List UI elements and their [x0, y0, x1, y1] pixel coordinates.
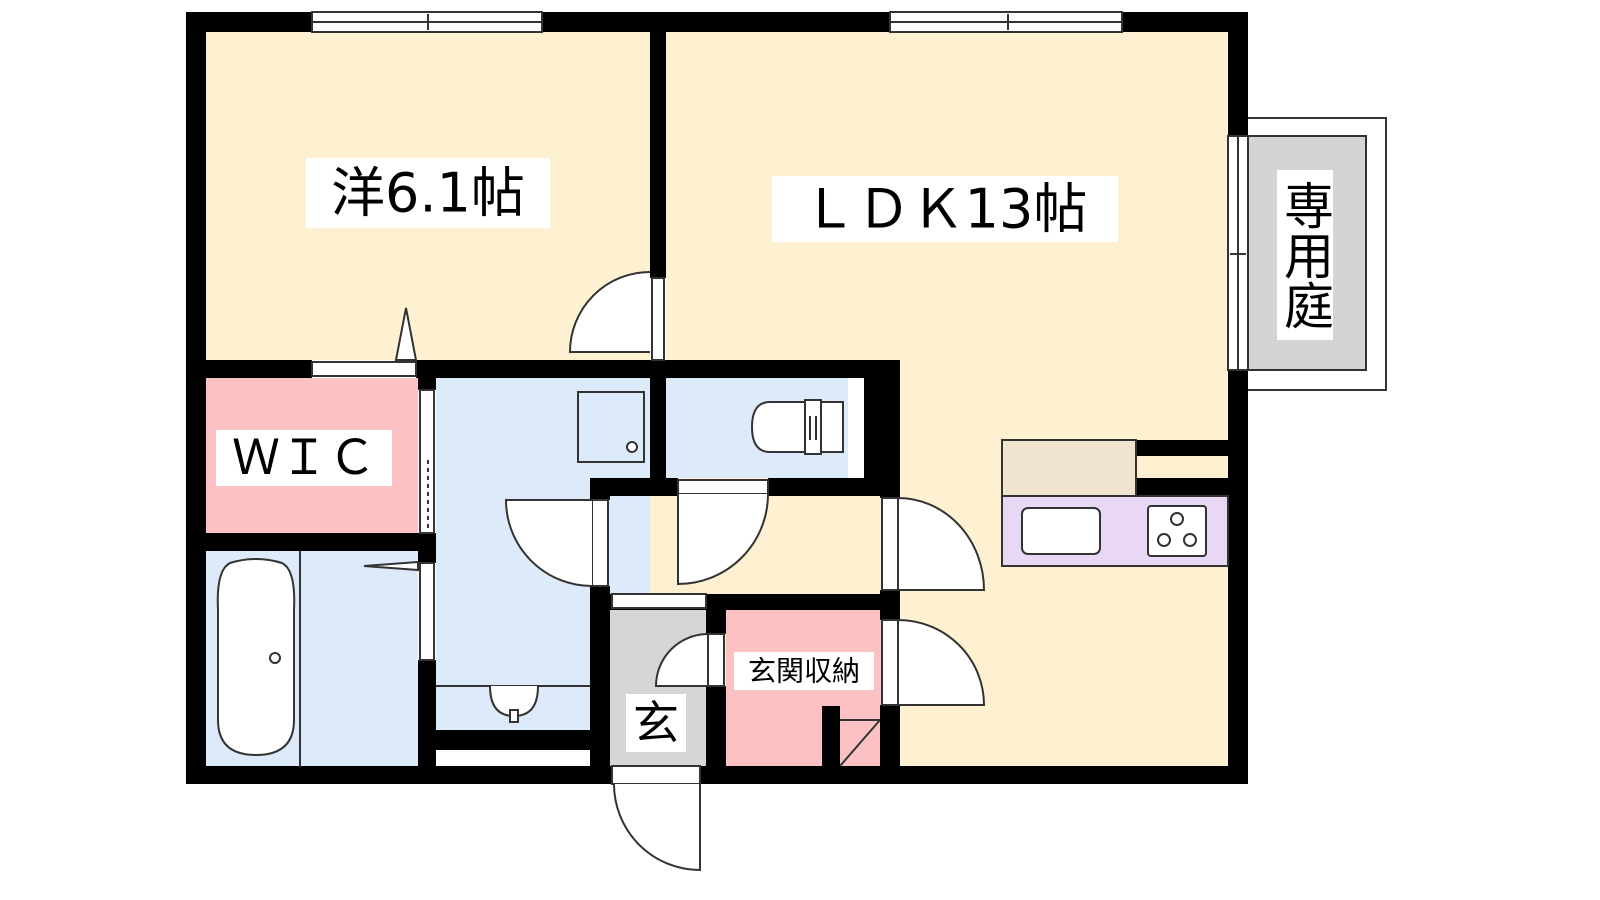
entrance-label: 玄 [633, 696, 679, 750]
kitchen [1001, 439, 1229, 567]
storage-door [654, 633, 709, 687]
room-labels: 洋6.1帖 ＬＤＫ13帖 ＷＩＣ 専用庭 玄 玄関収納 [216, 158, 1334, 752]
western-room-door [568, 271, 651, 353]
ldk-door-lower [897, 619, 986, 706]
door-frames [311, 277, 899, 785]
washing-machine [577, 391, 645, 463]
bath-sliding-arrow [363, 560, 419, 572]
washroom-door [504, 499, 593, 587]
toilet [750, 399, 844, 455]
toilet-door [677, 493, 769, 586]
entrance-door [613, 783, 701, 872]
wic-label: ＷＩＣ [232, 430, 376, 486]
door-swings [363, 271, 986, 872]
western-room-label: 洋6.1帖 [331, 162, 525, 225]
windows [311, 11, 1249, 371]
ldk-label: ＬＤＫ13帖 [803, 178, 1088, 241]
fixtures [216, 391, 1229, 767]
garden-label: 専用庭 [1276, 180, 1334, 330]
bathtub [216, 551, 301, 767]
ldk-door-upper [897, 497, 986, 591]
entrance-storage-label: 玄関収納 [748, 655, 860, 688]
wic-sliding-arrow [394, 307, 418, 361]
sink [1021, 507, 1101, 555]
washbasin [436, 685, 590, 723]
